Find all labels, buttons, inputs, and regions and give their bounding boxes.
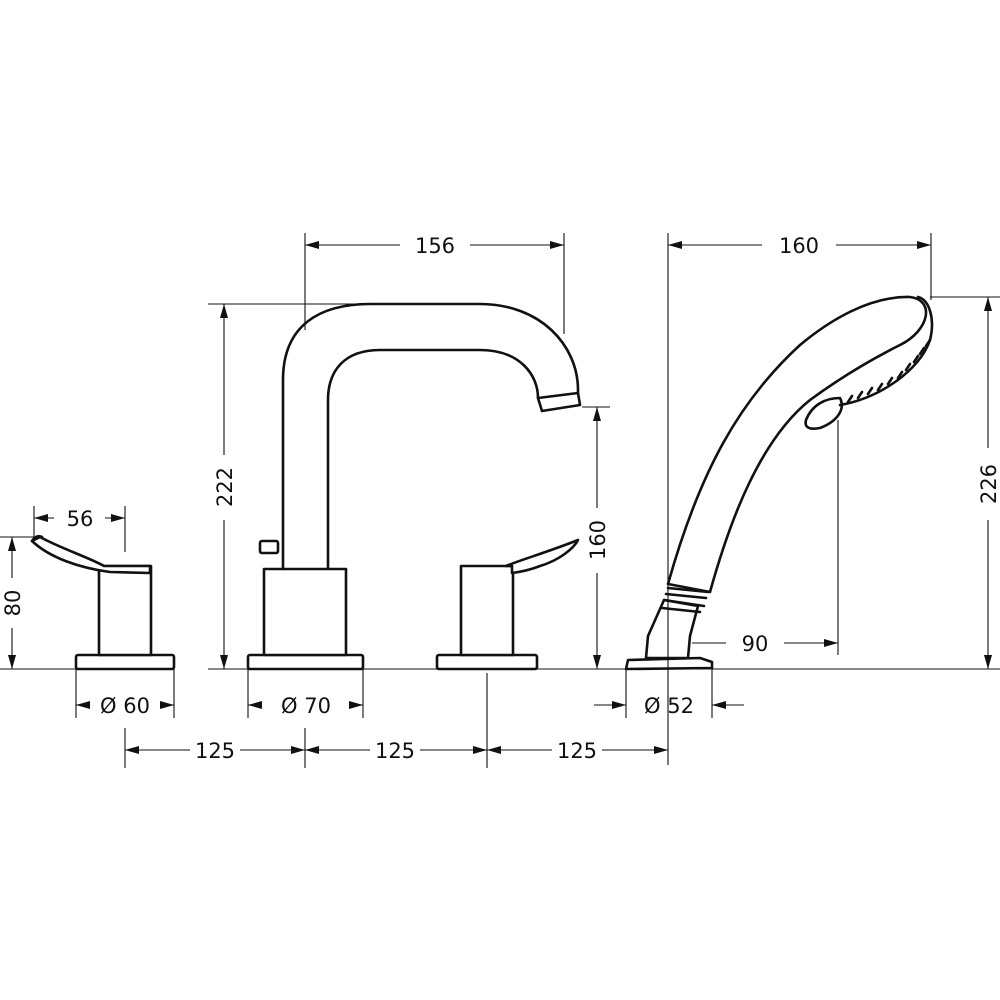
dim-spacing-2-label: 125 — [375, 739, 415, 763]
dim-hand-shower-height-label: 226 — [977, 464, 1000, 504]
dim-spout-height-label: 222 — [213, 467, 237, 507]
dimension-lines — [8, 241, 992, 754]
dim-spout-reach-label: 156 — [415, 234, 455, 258]
dim-spacing-1-label: 125 — [195, 739, 235, 763]
dim-shower-base-diameter-label: Ø 52 — [644, 694, 694, 718]
spout — [246, 302, 582, 671]
hand-shower — [624, 295, 934, 671]
dim-spacing-3-label: 125 — [557, 739, 597, 763]
dim-handle-height-label: 80 — [1, 590, 25, 617]
dim-handle-width-label: 56 — [67, 507, 94, 531]
left-handle-valve — [30, 534, 176, 671]
right-handle-valve — [435, 538, 580, 671]
dim-handle-base-diameter-label: Ø 60 — [100, 694, 150, 718]
dim-spout-base-diameter-label: Ø 70 — [281, 694, 331, 718]
dim-spout-outlet-height-label: 160 — [586, 520, 610, 560]
dim-hand-shower-offset-label: 90 — [742, 632, 769, 656]
dim-hand-shower-length-label: 160 — [779, 234, 819, 258]
